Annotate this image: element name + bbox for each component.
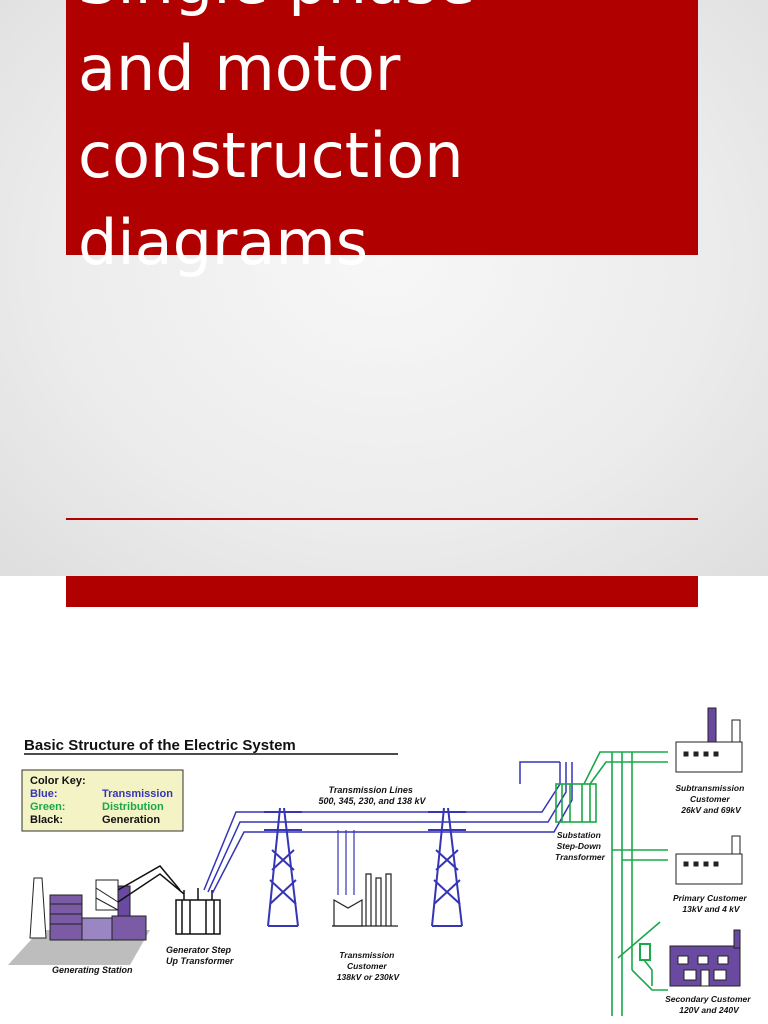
subtransmission-line: 26kV and 69kV xyxy=(680,805,742,815)
pole-transformer-icon xyxy=(639,943,651,961)
title-box xyxy=(66,0,698,255)
transmission-customer-icon xyxy=(332,830,398,927)
generating-station-label: Generating Station xyxy=(52,965,133,975)
key-value-green: Distribution xyxy=(102,801,164,813)
key-value-black: Generation xyxy=(102,814,160,826)
transmission-lines-line: Transmission Lines xyxy=(329,785,413,795)
generator-transformer-icon xyxy=(117,865,221,935)
subtransmission-label: Subtransmission Customer 26kV and 69kV xyxy=(675,783,746,815)
diagram-heading: Basic Structure of the Electric System xyxy=(24,737,296,754)
transmission-customer-line: Customer xyxy=(347,961,387,971)
transmission-customer-label: Transmission Customer 138kV or 230kV xyxy=(337,950,401,982)
transmission-customer-line: Transmission xyxy=(339,950,394,960)
substation-line: Substation xyxy=(557,830,601,840)
title-line: diagrams xyxy=(78,206,369,279)
primary-customer-building-icon xyxy=(675,835,743,885)
color-key-title: Color Key: xyxy=(30,775,86,787)
primary-customer-line: 13kV and 4 kV xyxy=(682,904,741,914)
subtransmission-building-icon xyxy=(675,707,743,773)
primary-customer-label: Primary Customer 13kV and 4 kV xyxy=(673,893,749,914)
key-name-black: Black: xyxy=(30,814,63,826)
secondary-customer-label: Secondary Customer 120V and 240V xyxy=(665,994,753,1015)
generator-transformer-line: Up Transformer xyxy=(166,956,234,966)
subtransmission-line: Subtransmission xyxy=(675,783,744,793)
color-key: Color Key: Blue: Transmission Green: Dis… xyxy=(21,769,184,832)
generator-transformer-line: Generator Step xyxy=(166,945,232,955)
substation-transformer-icon xyxy=(555,783,597,823)
title-line: Single phase xyxy=(78,0,688,25)
red-band xyxy=(66,576,698,607)
transmission-tower-icon xyxy=(428,807,466,927)
transmission-lines-line: 500, 345, 230, and 138 kV xyxy=(318,796,426,806)
generating-station-icon xyxy=(29,877,147,941)
transmission-lines xyxy=(203,761,573,895)
electric-system-diagram: Basic Structure of the Electric System C… xyxy=(8,707,753,1016)
key-name-blue: Blue: xyxy=(30,788,58,800)
transmission-customer-line: 138kV or 230kV xyxy=(337,972,401,982)
secondary-customer-line: Secondary Customer xyxy=(665,994,751,1004)
distribution-lines xyxy=(583,751,668,1016)
red-divider xyxy=(66,518,698,520)
slide-title: Single phase and motor construction diag… xyxy=(78,0,688,286)
transmission-lines-label: Transmission Lines 500, 345, 230, and 13… xyxy=(318,785,426,806)
title-line: and motor xyxy=(78,32,401,105)
primary-customer-line: Primary Customer xyxy=(673,893,747,903)
title-line: construction xyxy=(78,119,464,192)
secondary-customer-house-icon xyxy=(669,929,741,987)
key-name-green: Green: xyxy=(30,801,65,813)
substation-line: Transformer xyxy=(555,852,606,862)
substation-line: Step-Down xyxy=(557,841,601,851)
title-slide: Single phase and motor construction diag… xyxy=(0,0,768,576)
generator-transformer-label: Generator Step Up Transformer xyxy=(166,945,234,966)
key-value-blue: Transmission xyxy=(102,788,173,800)
transmission-tower-icon xyxy=(264,807,302,927)
substation-label: Substation Step-Down Transformer xyxy=(555,830,606,862)
subtransmission-line: Customer xyxy=(690,794,730,804)
secondary-customer-line: 120V and 240V xyxy=(679,1005,740,1015)
